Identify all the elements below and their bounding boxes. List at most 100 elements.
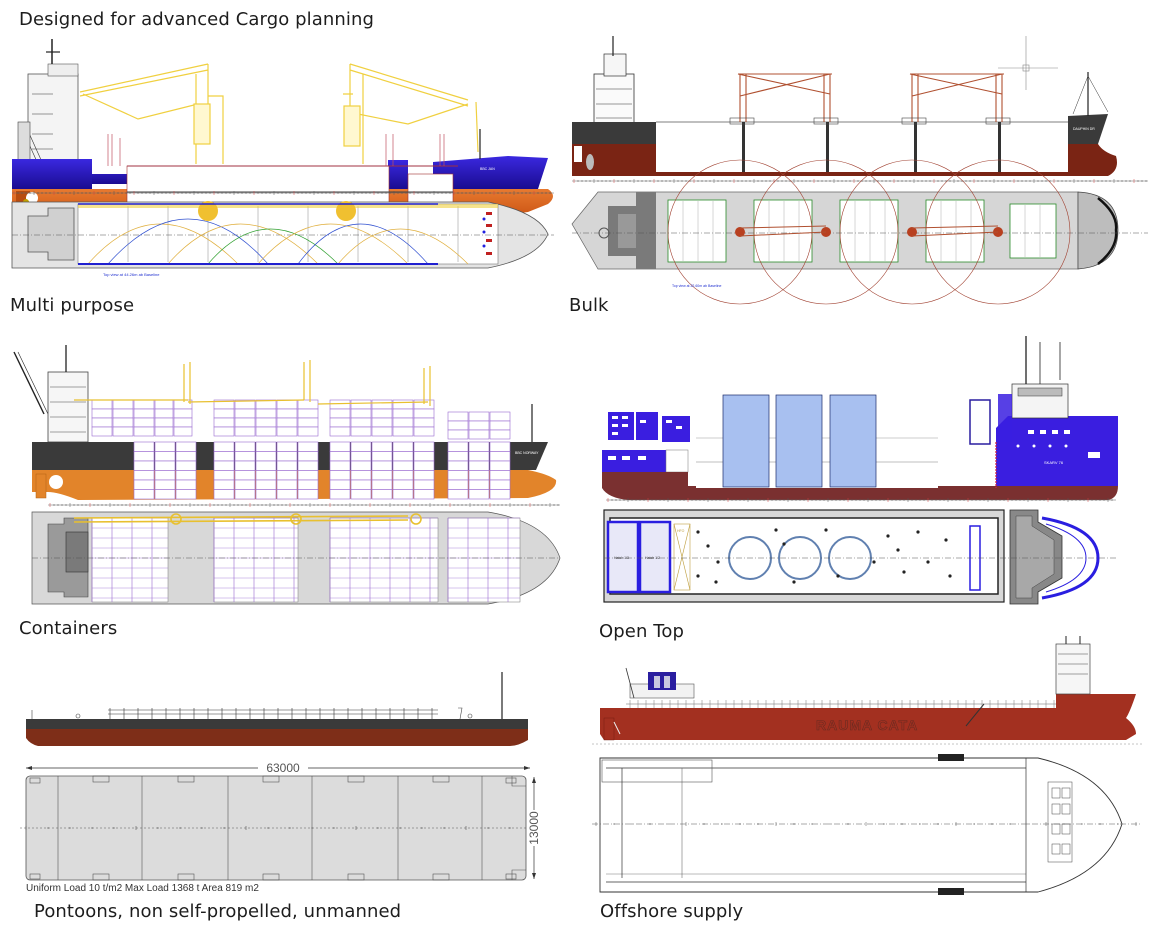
container-box	[447, 460, 469, 471]
open-top-side-view: SKARV 76	[602, 336, 1118, 500]
container-box	[392, 460, 414, 471]
container-box	[276, 460, 298, 471]
container-box	[413, 426, 435, 437]
container-box	[213, 417, 235, 428]
container-box	[154, 451, 176, 462]
deck-fitting	[696, 574, 700, 578]
container-box	[413, 441, 435, 452]
container-box	[413, 479, 435, 490]
container-box	[468, 489, 490, 500]
containers-side-view: BBC NORWAY	[13, 345, 557, 500]
container-box	[173, 408, 193, 419]
container-box	[392, 417, 414, 428]
container-box	[276, 408, 298, 419]
container-box	[234, 441, 256, 452]
container-box	[350, 441, 372, 452]
container-box	[213, 470, 235, 481]
container-box	[133, 460, 155, 471]
container-box	[371, 489, 393, 500]
container-box	[213, 460, 235, 471]
container-box	[255, 417, 277, 428]
container-box	[133, 441, 155, 452]
container-box	[350, 408, 372, 419]
deck-fitting	[792, 580, 796, 584]
container-box	[276, 451, 298, 462]
container-box	[133, 451, 155, 462]
container-box	[350, 460, 372, 471]
container-box	[447, 411, 469, 422]
container-box	[175, 489, 197, 500]
deck-fitting	[782, 542, 786, 546]
multi-purpose-ship-svg: BBC JAN	[11, 39, 554, 277]
container-box	[413, 408, 435, 419]
deck-fitting	[944, 538, 948, 542]
container-box	[489, 489, 511, 500]
container-box	[213, 408, 235, 419]
container-box	[91, 417, 113, 428]
container-box	[350, 470, 372, 481]
container-box	[392, 408, 414, 419]
vessel-title-pontoons: Pontoons, non self-propelled, unmanned	[34, 901, 402, 922]
container-box	[413, 489, 435, 500]
deck-fitting	[824, 528, 828, 532]
containers-ship-name: BBC NORWAY	[515, 451, 539, 455]
container-box	[297, 399, 319, 410]
container-box	[234, 460, 256, 471]
deck-fitting	[948, 574, 952, 578]
deck-fitting	[872, 560, 876, 564]
container-box	[276, 479, 298, 490]
container-box	[276, 441, 298, 452]
container-box	[329, 460, 351, 471]
container-box	[213, 479, 235, 490]
container-box	[371, 426, 393, 437]
offshore-top-view	[592, 754, 1142, 895]
container-box	[234, 426, 256, 437]
container-box	[173, 399, 193, 410]
container-box	[297, 441, 319, 452]
container-box	[329, 470, 351, 481]
container-box	[350, 417, 372, 428]
container-box	[133, 399, 155, 410]
container-box	[255, 489, 277, 500]
offshore-supply-svg: RAUMA CATA	[592, 636, 1142, 895]
container-box	[297, 426, 319, 437]
offshore-side-view: RAUMA CATA	[592, 636, 1142, 745]
deck-fitting	[714, 580, 718, 584]
container-box	[276, 399, 298, 410]
deck-fitting	[896, 548, 900, 552]
container-box	[489, 451, 511, 462]
container-box	[276, 489, 298, 500]
open-top-top-view: Hatch 1/3 Hatch 1/2 HFO	[603, 509, 1116, 605]
container-box	[371, 399, 393, 410]
container-box	[234, 489, 256, 500]
container-box	[173, 417, 193, 428]
pontoon-side-view	[26, 672, 528, 746]
open-top-ship-name: SKARV 76	[1044, 460, 1064, 465]
container-box	[468, 460, 490, 471]
container-box	[350, 489, 372, 500]
container-box	[329, 479, 351, 490]
container-box	[392, 441, 414, 452]
vessel-title-multi-purpose: Multi purpose	[10, 295, 135, 316]
container-box	[371, 417, 393, 428]
container-box	[297, 460, 319, 471]
mp-ship-name: BBC JAN	[480, 167, 495, 171]
container-box	[447, 470, 469, 481]
container-box	[329, 426, 351, 437]
deck-fitting	[916, 530, 920, 534]
container-box	[489, 441, 511, 452]
container-box	[392, 399, 414, 410]
container-box	[371, 460, 393, 471]
container-box	[329, 399, 351, 410]
deck-fitting	[706, 544, 710, 548]
container-box	[175, 441, 197, 452]
container-box	[468, 420, 490, 431]
open-top-drawing: SKARV 76 Hatch 1/3 Hatch 1/2 HFO	[598, 332, 1118, 607]
pontoon-svg: 63000 13000 Uniform Load 10 t/m2 Max Loa…	[20, 672, 541, 892]
container-box	[329, 451, 351, 462]
container-box	[112, 417, 134, 428]
container-box	[468, 451, 490, 462]
deck-fitting	[886, 534, 890, 538]
pontoon-drawing: 63000 13000 Uniform Load 10 t/m2 Max Loa…	[18, 664, 558, 892]
container-bay	[91, 517, 169, 603]
